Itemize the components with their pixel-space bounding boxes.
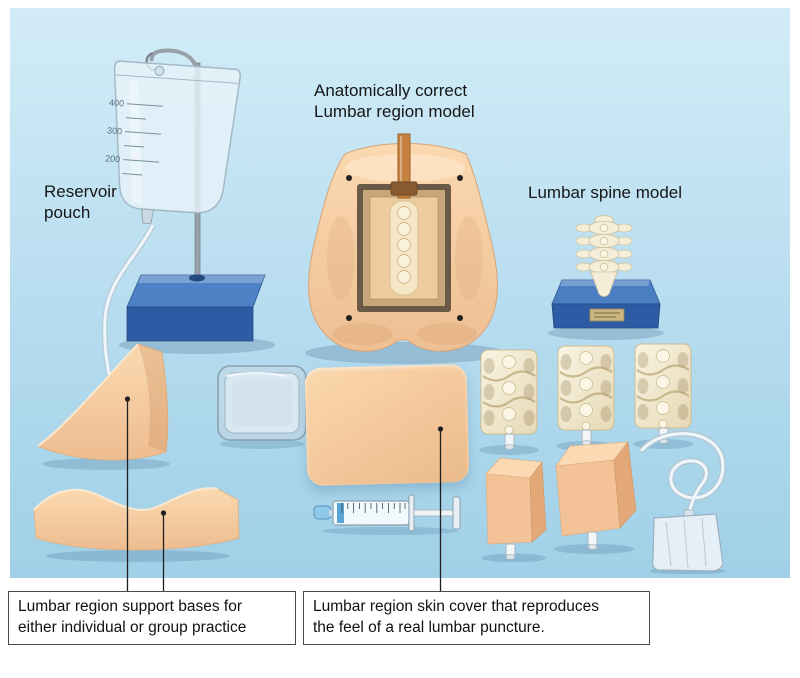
callout-support-bases: Lumbar region support bases for either i… (8, 591, 296, 645)
bag-outlet-port (141, 208, 155, 225)
practice-block-small (482, 457, 547, 562)
collection-pouch (651, 509, 724, 572)
vertebra-block-2 (556, 345, 616, 451)
injection-port-plug (581, 429, 592, 446)
callout-text-line: the feel of a real lumbar puncture. (313, 618, 545, 636)
injection-port-plug (587, 531, 598, 550)
practice-block-large (554, 441, 637, 554)
storage-tray (217, 365, 307, 449)
spine-insert (397, 206, 411, 284)
syringe-plunger (413, 496, 461, 530)
window-screws (346, 175, 463, 321)
bag-scale (122, 103, 164, 176)
bag-scale-mark: 400 (109, 97, 125, 108)
base-label-plate (589, 308, 625, 322)
bag-scale-mark: 200 (105, 153, 121, 164)
support-base-contoured (33, 487, 240, 562)
callout-text-line: either individual or group practice (18, 618, 247, 636)
stand-base (119, 274, 275, 354)
tube-clamp (390, 181, 418, 196)
label-reservoir-pouch: Reservoir pouch (44, 181, 117, 224)
reservoir-pouch-assembly: 400 300 200 (101, 48, 275, 412)
spine-column (575, 215, 633, 297)
vertebra-block-1 (479, 349, 539, 455)
callout-text-line: Lumbar region support bases for (18, 598, 243, 615)
label-line: Anatomically correct (314, 81, 468, 100)
label-line: pouch (44, 203, 91, 223)
label-lumbar-spine-model: Lumbar spine model (528, 182, 682, 203)
label-line: Lumbar spine model (528, 183, 683, 202)
syringe-cap (313, 505, 332, 520)
callout-text-line: Lumbar region skin cover that reproduces (313, 598, 600, 615)
bag-scale-mark: 300 (107, 125, 123, 136)
skin-cover-pad (304, 363, 470, 487)
label-lumbar-region-model: Anatomically correct Lumbar region model (314, 80, 475, 123)
syringe-scale (341, 503, 406, 513)
support-base-wedge (37, 343, 170, 470)
lumbar-region-model (305, 133, 505, 364)
drain-pouch-assembly (639, 430, 726, 574)
label-line: Lumbar region model (314, 102, 475, 122)
reservoir-bag: 400 300 200 (105, 60, 241, 225)
syringe (313, 494, 461, 535)
callout-skin-cover: Lumbar region skin cover that reproduces… (303, 591, 650, 645)
label-line: Reservoir (44, 182, 117, 201)
lumbar-spine-model (548, 215, 664, 340)
injection-port-plug (504, 433, 515, 450)
puncture-window (357, 184, 451, 312)
injection-port-plug (505, 543, 516, 560)
coiled-tube (639, 430, 726, 521)
